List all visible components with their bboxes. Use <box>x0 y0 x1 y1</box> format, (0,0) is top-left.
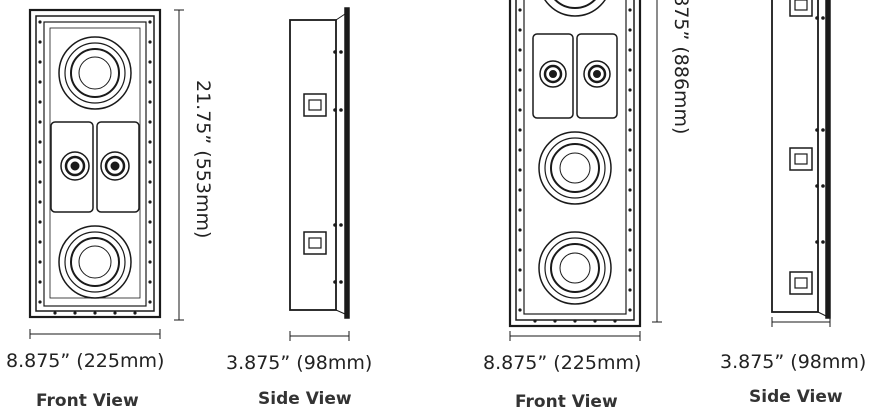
speaker2-side-screws <box>815 16 825 244</box>
speaker2-front-dots <box>518 8 632 323</box>
speaker2-front-view <box>508 0 642 328</box>
speaker2-side-caption: Side View <box>749 387 843 407</box>
speaker1-height-label: 21.75” (553mm) <box>192 80 214 239</box>
speaker1-side-caption: Side View <box>258 389 352 409</box>
speaker2-height-label: 34.875” (886mm) <box>670 0 692 135</box>
speaker2-side-view <box>771 0 831 319</box>
speaker1-side-view <box>289 7 350 319</box>
speaker1-width-dimension-line <box>29 329 161 339</box>
speaker2-side-width-label: 3.875” (98mm) <box>720 351 867 373</box>
speaker1-side-width-dimension-line <box>289 331 350 341</box>
speaker1-front-dots <box>38 20 152 315</box>
speaker1-width-label: 8.875” (225mm) <box>6 350 165 372</box>
speaker2-side-width-dimension-line <box>771 317 831 327</box>
speaker2-front-caption: Front View <box>515 392 618 412</box>
speaker1-front-caption: Front View <box>36 391 139 411</box>
speaker2-height-dimension-line <box>652 0 662 323</box>
speaker1-front-view <box>28 8 162 319</box>
speaker1-side-width-label: 3.875” (98mm) <box>226 352 373 374</box>
speaker1-height-dimension-line <box>174 9 184 321</box>
speaker2-width-dimension-line <box>509 331 641 341</box>
speaker2-width-label: 8.875” (225mm) <box>483 352 642 374</box>
speaker1-side-screws <box>333 50 343 284</box>
